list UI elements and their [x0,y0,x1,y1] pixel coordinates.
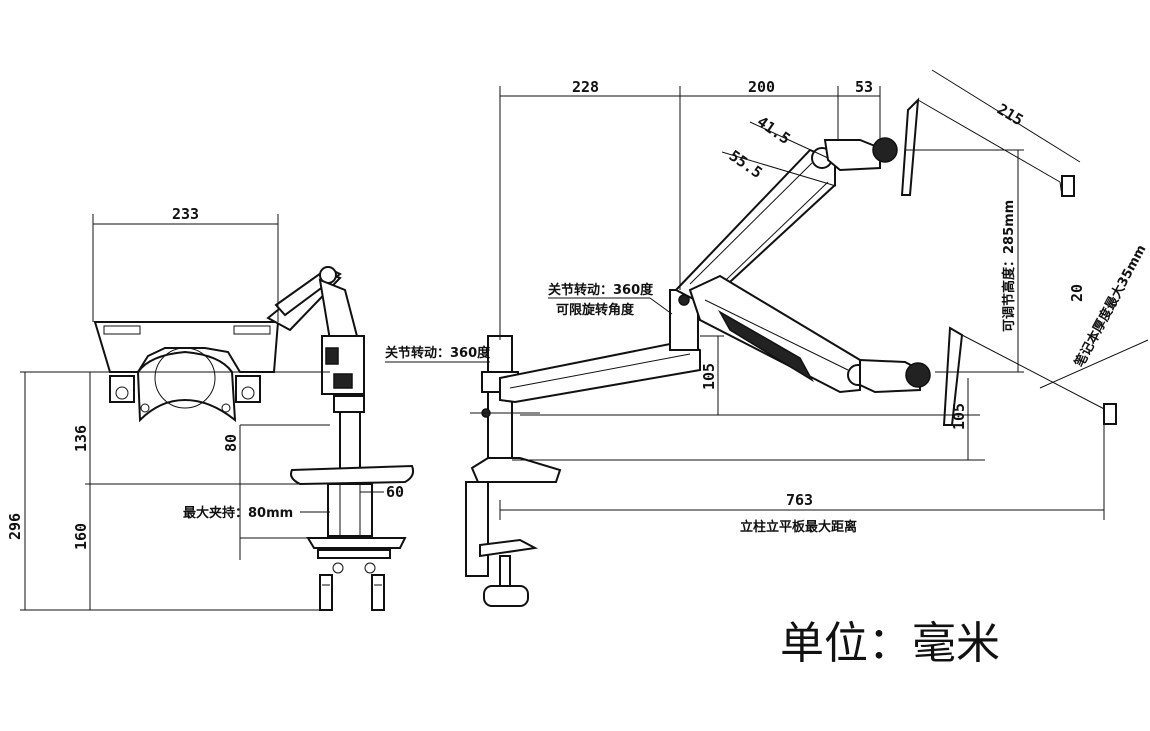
front-clamp-arm [465,481,489,577]
front-clamp-screw [499,555,511,587]
side-view-assembly [93,266,415,611]
dim-136: 136 [72,425,90,452]
label-max-distance: 立柱立平板最大距离 [740,519,857,535]
dim-228: 228 [572,78,599,96]
side-base [290,464,415,486]
raised-tray-plate [900,97,920,196]
dim-60: 60 [386,483,404,501]
side-clamp-body [327,483,373,537]
dim-53: 53 [855,78,873,96]
lowered-tray-plate [942,326,964,426]
label-unit: 单位：毫米 [780,618,1000,669]
side-clamp-plate [306,537,407,549]
tray-slot-left [103,325,141,335]
side-clamp-screw-left [319,574,333,611]
dim-233: 233 [172,205,199,223]
label-joint-rotation-upper: 关节转动：360度 [548,282,654,298]
dim-200: 200 [748,78,775,96]
raised-head-knob [872,137,898,163]
tray-mount-plate [136,350,237,423]
label-joint-rotation-lower: 关节转动：360度 [385,345,491,361]
dim-55-5: 55.5 [726,147,766,182]
side-post [339,411,361,471]
label-laptop-thickness: 笔记本厚度最大35mm [1071,242,1149,370]
dim-215: 215 [994,100,1026,129]
front-clamp-knob [483,585,529,607]
side-view-dimensions: 233 296 136 160 80 60 最大夹持：80mm [6,205,404,611]
dim-296: 296 [6,513,24,540]
dim-763: 763 [786,491,813,509]
dim-105-left: 105 [700,363,718,390]
lowered-head-knob [905,362,931,388]
tray-clamp-right [235,375,261,403]
tray-clamp-left [109,375,135,403]
tray-slot-right [233,325,271,335]
label-clamp-max: 最大夹持：80mm [183,505,293,521]
front-view-assembly [465,97,964,607]
label-limit-rotation: 可限旋转角度 [556,302,635,318]
side-clamp-screw-right [371,574,385,611]
front-base [470,457,562,483]
dim-80: 80 [222,434,240,452]
label-adjustable-height: 可调节高度：285mm [1001,200,1017,332]
dim-160: 160 [72,523,90,550]
tray-hole [154,347,216,409]
dim-105-right: 105 [950,403,968,430]
dim-41-5: 41.5 [754,113,794,148]
dim-20: 20 [1068,284,1086,302]
